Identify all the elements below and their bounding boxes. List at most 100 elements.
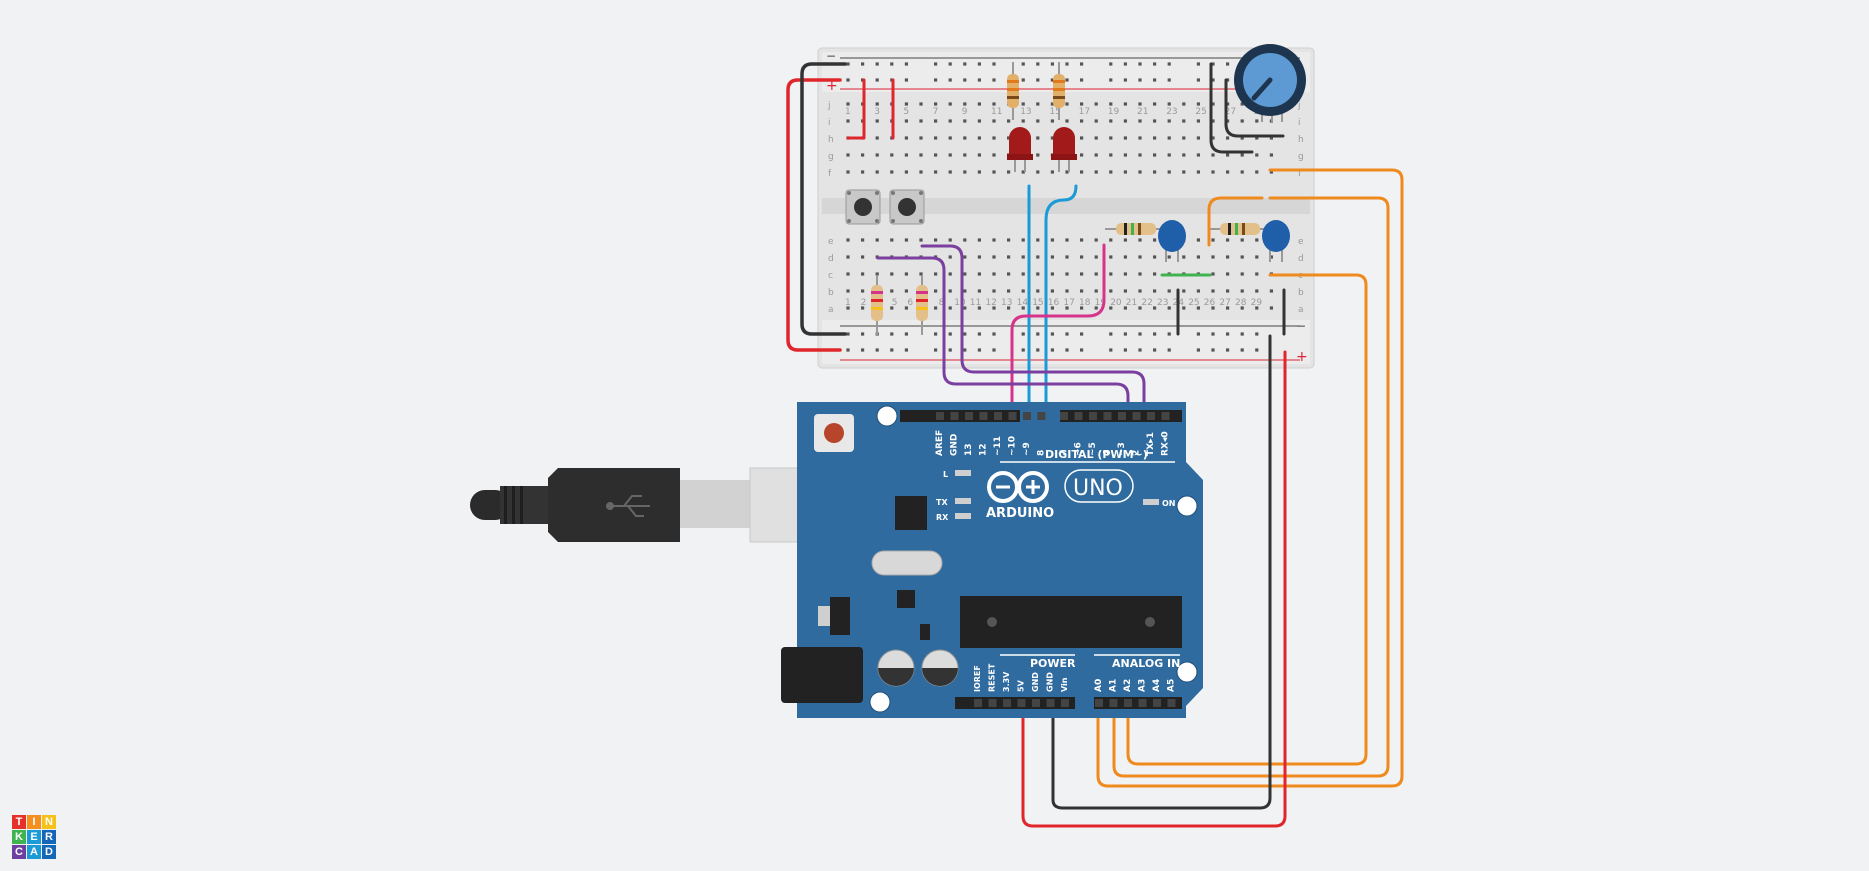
- digital-pin[interactable]: [1132, 412, 1141, 420]
- rail-hole[interactable]: [1036, 332, 1040, 336]
- breadboard-hole[interactable]: [904, 238, 908, 242]
- breadboard-hole[interactable]: [1269, 153, 1273, 157]
- breadboard-hole[interactable]: [919, 102, 923, 106]
- breadboard-hole[interactable]: [1094, 170, 1098, 174]
- breadboard-hole[interactable]: [1065, 255, 1069, 259]
- rail-hole[interactable]: [1196, 348, 1200, 352]
- rail-hole[interactable]: [963, 348, 967, 352]
- breadboard-hole[interactable]: [992, 289, 996, 293]
- rail-hole[interactable]: [875, 62, 879, 66]
- breadboard-hole[interactable]: [1050, 306, 1054, 310]
- rail-hole[interactable]: [904, 62, 908, 66]
- breadboard-hole[interactable]: [1226, 136, 1230, 140]
- breadboard-hole[interactable]: [1094, 289, 1098, 293]
- breadboard-hole[interactable]: [1050, 255, 1054, 259]
- rail-hole[interactable]: [1153, 62, 1157, 66]
- rail-hole[interactable]: [992, 332, 996, 336]
- rail-hole[interactable]: [1021, 332, 1025, 336]
- breadboard-hole[interactable]: [1109, 153, 1113, 157]
- breadboard-hole[interactable]: [1036, 170, 1040, 174]
- breadboard-hole[interactable]: [1021, 306, 1025, 310]
- rail-hole[interactable]: [1109, 348, 1113, 352]
- breadboard-hole[interactable]: [1153, 238, 1157, 242]
- breadboard-hole[interactable]: [1240, 102, 1244, 106]
- breadboard-hole[interactable]: [948, 289, 952, 293]
- breadboard-hole[interactable]: [1211, 255, 1215, 259]
- rail-hole[interactable]: [963, 62, 967, 66]
- breadboard-hole[interactable]: [875, 170, 879, 174]
- breadboard-hole[interactable]: [1196, 170, 1200, 174]
- breadboard-hole[interactable]: [1167, 255, 1171, 259]
- breadboard-hole[interactable]: [934, 153, 938, 157]
- breadboard-hole[interactable]: [1050, 238, 1054, 242]
- rail-hole[interactable]: [846, 332, 850, 336]
- breadboard-hole[interactable]: [1240, 289, 1244, 293]
- breadboard-hole[interactable]: [1094, 153, 1098, 157]
- rail-hole[interactable]: [1036, 62, 1040, 66]
- digital-pin[interactable]: [950, 412, 959, 420]
- power-pin[interactable]: [974, 699, 982, 707]
- wire-black-jumper-top-2[interactable]: [1224, 78, 1285, 138]
- breadboard-hole[interactable]: [1123, 238, 1127, 242]
- digital-pin[interactable]: [1008, 412, 1017, 420]
- breadboard-hole[interactable]: [919, 170, 923, 174]
- breadboard-hole[interactable]: [919, 136, 923, 140]
- breadboard-hole[interactable]: [1226, 102, 1230, 106]
- breadboard-hole[interactable]: [977, 255, 981, 259]
- rail-hole[interactable]: [1255, 348, 1259, 352]
- breadboard-hole[interactable]: [963, 272, 967, 276]
- breadboard-hole[interactable]: [1138, 255, 1142, 259]
- rail-hole[interactable]: [1109, 62, 1113, 66]
- breadboard-hole[interactable]: [1109, 136, 1113, 140]
- breadboard-hole[interactable]: [1211, 289, 1215, 293]
- breadboard-hole[interactable]: [1036, 102, 1040, 106]
- breadboard-hole[interactable]: [1269, 170, 1273, 174]
- breadboard-hole[interactable]: [1153, 102, 1157, 106]
- rail-hole[interactable]: [1065, 62, 1069, 66]
- rail-hole[interactable]: [1036, 348, 1040, 352]
- breadboard-hole[interactable]: [1196, 119, 1200, 123]
- digital-pin[interactable]: [1118, 412, 1126, 420]
- breadboard-hole[interactable]: [875, 136, 879, 140]
- wire-black-jumper-top-1[interactable]: [1209, 62, 1254, 154]
- breadboard-hole[interactable]: [1255, 238, 1259, 242]
- breadboard-hole[interactable]: [1196, 153, 1200, 157]
- breadboard-hole[interactable]: [992, 136, 996, 140]
- rail-hole[interactable]: [1153, 348, 1157, 352]
- breadboard-hole[interactable]: [1138, 136, 1142, 140]
- rail-hole[interactable]: [890, 62, 894, 66]
- breadboard-hole[interactable]: [846, 153, 850, 157]
- breadboard-hole[interactable]: [1211, 272, 1215, 276]
- breadboard-hole[interactable]: [1167, 289, 1171, 293]
- breadboard-hole[interactable]: [861, 306, 865, 310]
- rail-hole[interactable]: [934, 62, 938, 66]
- breadboard-hole[interactable]: [904, 272, 908, 276]
- breadboard-hole[interactable]: [1240, 170, 1244, 174]
- breadboard-hole[interactable]: [1036, 238, 1040, 242]
- rail-hole[interactable]: [963, 78, 967, 82]
- breadboard-hole[interactable]: [1050, 170, 1054, 174]
- breadboard-hole[interactable]: [1080, 272, 1084, 276]
- breadboard-hole[interactable]: [1153, 170, 1157, 174]
- breadboard-hole[interactable]: [934, 238, 938, 242]
- breadboard-hole[interactable]: [846, 306, 850, 310]
- breadboard-hole[interactable]: [977, 119, 981, 123]
- resistor-top-1[interactable]: [1007, 62, 1019, 120]
- breadboard-hole[interactable]: [1007, 136, 1011, 140]
- power-pin[interactable]: [1046, 699, 1055, 707]
- breadboard-hole[interactable]: [1080, 153, 1084, 157]
- resistor-bottom-1[interactable]: [871, 275, 883, 335]
- breadboard-hole[interactable]: [904, 306, 908, 310]
- rail-hole[interactable]: [861, 332, 865, 336]
- breadboard-hole[interactable]: [1167, 102, 1171, 106]
- breadboard-hole[interactable]: [1240, 272, 1244, 276]
- rail-hole[interactable]: [1080, 348, 1084, 352]
- breadboard-hole[interactable]: [904, 136, 908, 140]
- breadboard-hole[interactable]: [919, 272, 923, 276]
- analog-pin[interactable]: [1109, 699, 1118, 707]
- rail-hole[interactable]: [1226, 62, 1230, 66]
- digital-pin[interactable]: [1074, 412, 1083, 420]
- rail-hole[interactable]: [1123, 348, 1127, 352]
- breadboard-hole[interactable]: [1269, 255, 1273, 259]
- breadboard-hole[interactable]: [1255, 272, 1259, 276]
